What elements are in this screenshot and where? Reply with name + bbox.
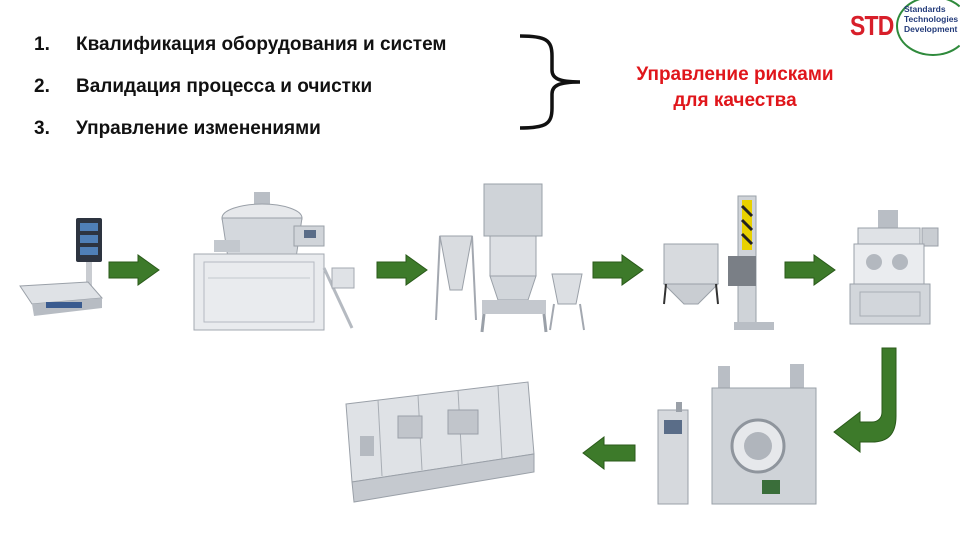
list-text: Управление изменениями: [76, 118, 321, 139]
logo-word-3: Development: [904, 24, 958, 34]
coating-machine-icon: [657, 364, 817, 505]
mixer-granulator-icon: [193, 192, 355, 331]
risk-label-line1: Управление рисками: [636, 64, 834, 85]
arrow-right-icon: [784, 254, 836, 286]
logo-words: Standards Technologies Development: [904, 4, 958, 34]
list-item: 1. Квалификация оборудования и систем: [34, 30, 446, 72]
list-item: 2. Валидация процесса и очистки: [34, 72, 446, 114]
bin-lifter-icon: [662, 195, 774, 330]
list-text: Квалификация оборудования и систем: [76, 34, 447, 55]
tablet-press-icon: [849, 210, 939, 325]
logo-word-2: Technologies: [904, 14, 959, 24]
risk-label-line2: для качества: [673, 90, 797, 111]
blister-packaging-icon: [345, 381, 535, 503]
curly-brace-icon: [519, 34, 581, 130]
fluid-bed-dryer-icon: [435, 183, 585, 333]
logo-ring: [896, 0, 960, 56]
list-number: 2.: [34, 76, 50, 97]
logo-word-1: Standards: [904, 4, 946, 14]
list-item: 3. Управление изменениями: [34, 114, 446, 156]
process-list: 1. Квалификация оборудования и систем 2. В…: [34, 30, 446, 156]
arrow-right-icon: [376, 254, 428, 286]
arrow-left-icon: [582, 436, 636, 470]
arrow-curved-down-left-icon: [833, 347, 897, 454]
std-logo: STD Standards Technologies Development: [846, 0, 960, 56]
logo-letters: STD: [850, 10, 894, 41]
list-text: Валидация процесса и очистки: [76, 76, 373, 97]
risk-management-label: Управление рисками для качества: [600, 62, 870, 114]
list-number: 3.: [34, 118, 50, 139]
scale-icon: [19, 218, 104, 316]
list-number: 1.: [34, 34, 50, 55]
arrow-right-icon: [108, 254, 160, 286]
arrow-right-icon: [592, 254, 644, 286]
